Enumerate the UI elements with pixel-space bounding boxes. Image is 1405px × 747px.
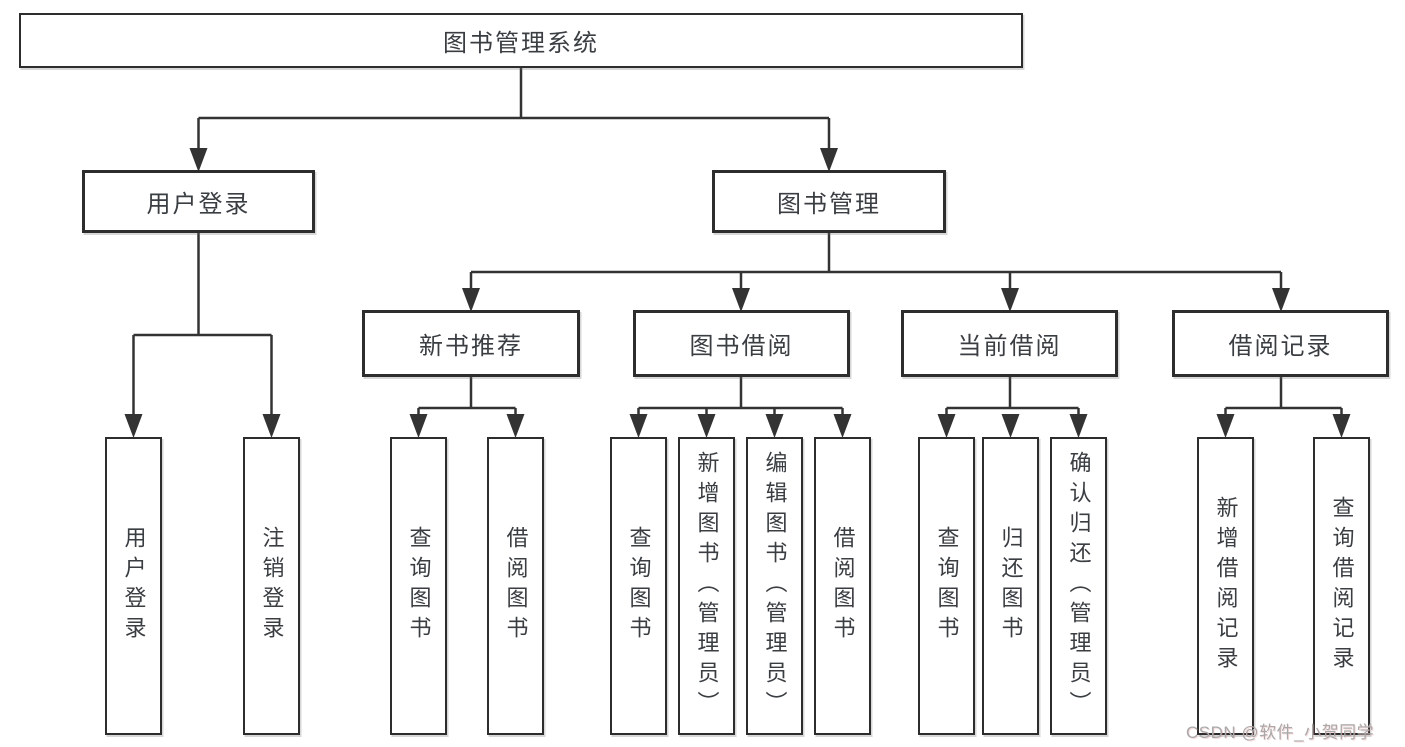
node-borrowing-records: 借阅记录 <box>1172 310 1389 377</box>
leaf-add-borrow-record: 新增借阅记录 <box>1197 437 1254 735</box>
arrow-icon <box>124 414 143 438</box>
leaf-label: 借阅图书 <box>503 526 529 646</box>
leaf-return-books: 归还图书 <box>982 437 1039 735</box>
leaf-label: 新增图书（管理员） <box>694 451 720 721</box>
leaf-label: 用户登录 <box>121 526 147 646</box>
leaf-label: 查询图书 <box>406 526 432 646</box>
leaf-label: 查询图书 <box>934 526 960 646</box>
node-label: 图书借阅 <box>689 333 794 360</box>
node-label: 借阅记录 <box>1228 333 1333 360</box>
leaf-label: 确认归还（管理员） <box>1066 451 1092 721</box>
leaf-query-borrow-record: 查询借阅记录 <box>1313 437 1370 735</box>
arrow-icon <box>462 288 480 312</box>
node-current-borrowing: 当前借阅 <box>901 310 1118 377</box>
arrow-icon <box>262 414 281 438</box>
node-label: 当前借阅 <box>957 333 1062 360</box>
node-label: 用户登录 <box>146 191 251 218</box>
node-label: 图书管理 <box>777 191 881 218</box>
node-label: 新书推荐 <box>419 333 523 360</box>
arrow-icon <box>1001 288 1019 312</box>
arrowheads <box>124 148 1351 438</box>
arrow-icon <box>409 414 428 438</box>
node-library-management-system: 图书管理系统 <box>19 13 1023 68</box>
leaf-label: 归还图书 <box>998 526 1024 646</box>
leaf-borrow-books: 借阅图书 <box>814 437 871 735</box>
arrow-icon <box>1001 414 1020 438</box>
arrow-icon <box>765 414 784 438</box>
arrow-icon <box>1216 414 1235 438</box>
node-user-login: 用户登录 <box>82 170 315 233</box>
leaf-label: 查询图书 <box>626 526 652 646</box>
leaf-user-login: 用户登录 <box>105 437 162 735</box>
leaf-label: 编辑图书（管理员） <box>762 451 788 721</box>
leaf-confirm-return-admin: 确认归还（管理员） <box>1050 437 1107 735</box>
leaf-query-books-recommend: 查询图书 <box>390 437 447 735</box>
leaf-borrow-books-recommend: 借阅图书 <box>487 437 544 735</box>
arrow-icon <box>1332 414 1351 438</box>
node-label: 图书管理系统 <box>443 30 599 57</box>
arrow-icon <box>506 414 525 438</box>
node-book-management: 图书管理 <box>712 170 946 233</box>
arrow-icon <box>820 148 838 172</box>
leaf-edit-book-admin: 编辑图书（管理员） <box>746 437 803 735</box>
leaf-label: 注销登录 <box>259 526 285 646</box>
leaf-query-books-current: 查询图书 <box>918 437 975 735</box>
arrow-icon <box>833 414 852 438</box>
leaf-label: 新增借阅记录 <box>1213 496 1239 676</box>
leaf-add-book-admin: 新增图书（管理员） <box>678 437 735 735</box>
leaf-label: 借阅图书 <box>830 526 856 646</box>
node-new-book-recommendation: 新书推荐 <box>362 310 580 377</box>
node-book-borrowing: 图书借阅 <box>633 310 850 377</box>
arrow-icon <box>697 414 716 438</box>
arrow-icon <box>937 414 956 438</box>
arrow-icon <box>732 288 750 312</box>
csdn-watermark: CSDN @软件_小贺同学 <box>1186 723 1375 742</box>
arrow-icon <box>1069 414 1088 438</box>
leaf-label: 查询借阅记录 <box>1329 496 1355 676</box>
leaf-query-books-borrowing: 查询图书 <box>610 437 667 735</box>
arrow-icon <box>189 148 208 172</box>
arrow-icon <box>629 414 648 438</box>
leaf-logout-login: 注销登录 <box>243 437 300 735</box>
arrow-icon <box>1272 288 1290 312</box>
